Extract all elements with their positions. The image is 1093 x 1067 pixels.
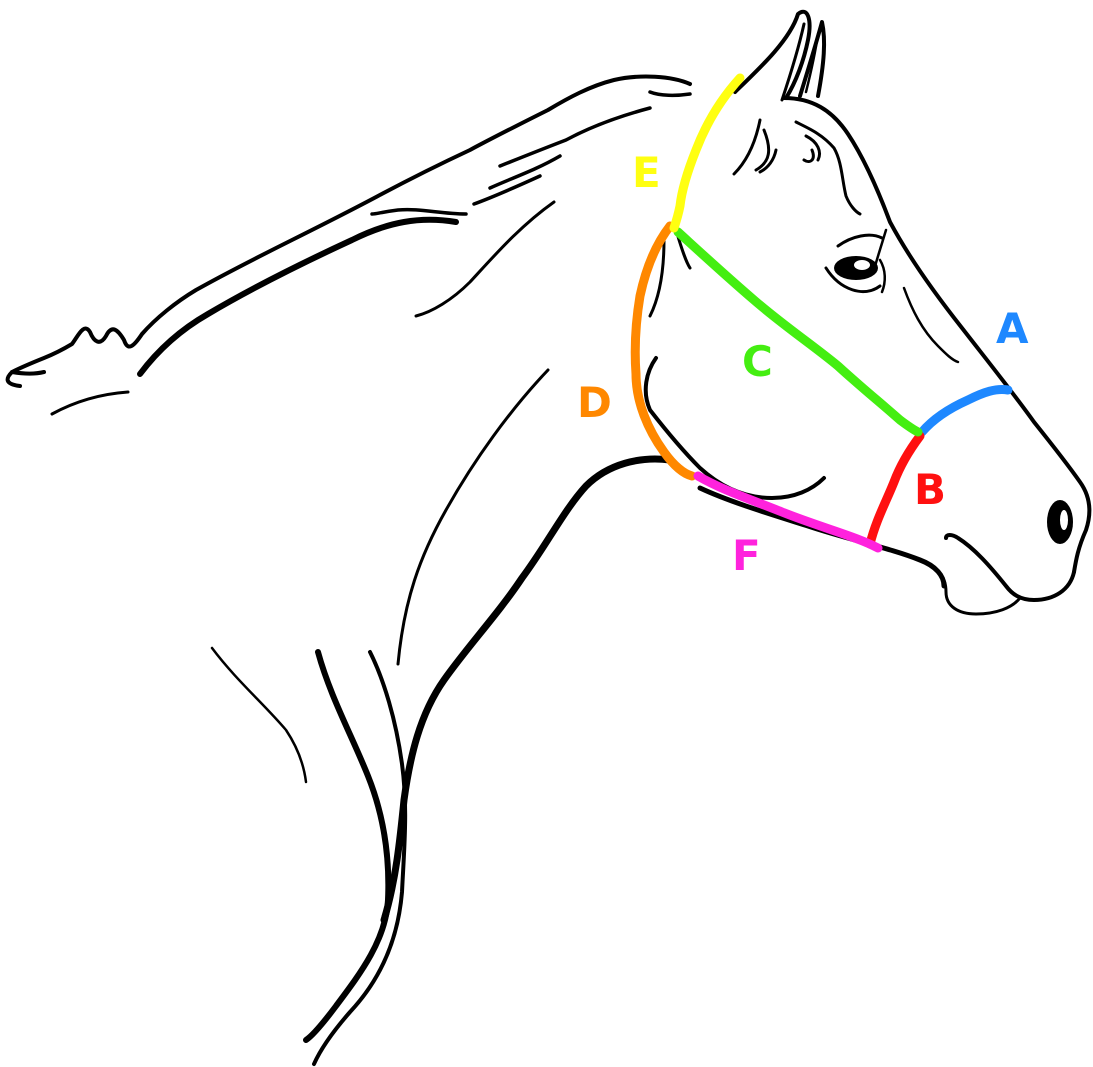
chest-line-2 (314, 652, 405, 1064)
face-contour (904, 288, 958, 362)
forelock (734, 120, 776, 174)
label-a: A (996, 304, 1029, 353)
chest-line (306, 652, 388, 1040)
strap-a-noseband (922, 389, 1008, 432)
strap-e-crownpiece (674, 78, 740, 228)
label-e: E (632, 148, 661, 197)
jaw-line (646, 358, 824, 498)
label-b: B (914, 465, 946, 514)
shoulder-line (212, 648, 306, 782)
neck-mid-line (398, 370, 548, 664)
neck-underside (384, 459, 670, 920)
neck-top-line (52, 392, 128, 414)
muzzle (946, 535, 1074, 600)
label-d: D (577, 378, 612, 427)
strap-f-chinstrap (698, 476, 878, 548)
ear-outline (735, 12, 810, 98)
label-c: C (742, 337, 773, 386)
nostril-highlight (1060, 510, 1068, 530)
strap-b-cheekpiece (870, 436, 920, 544)
horse-outline (8, 12, 1090, 1064)
label-f: F (732, 531, 761, 580)
lower-lip (940, 574, 1020, 614)
mane-top (8, 77, 690, 386)
nostril (1047, 500, 1073, 544)
